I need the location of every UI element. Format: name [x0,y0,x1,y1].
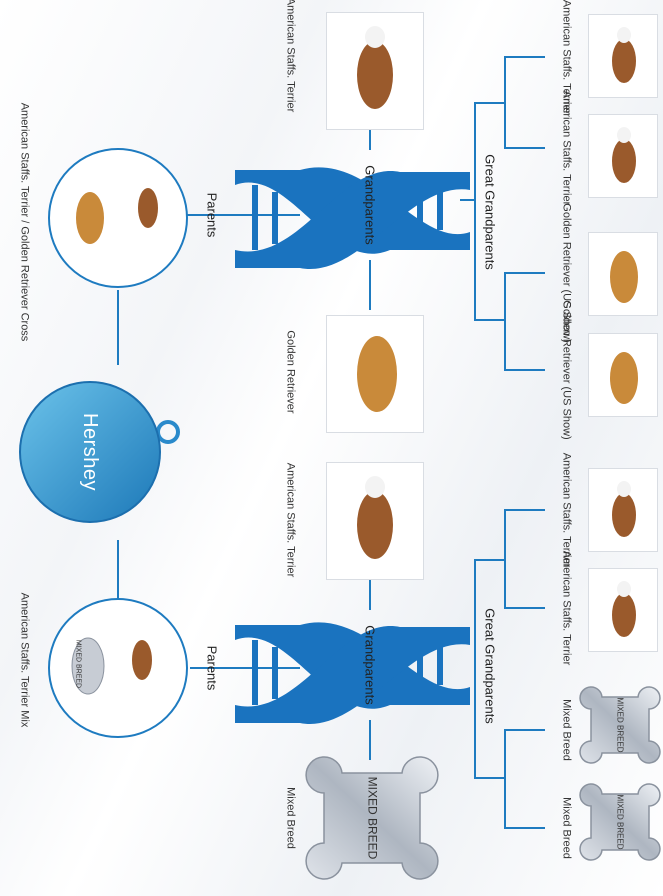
dog-photo-card [326,462,424,580]
stem-gg-bottom [474,559,505,779]
dog-photo-card [326,315,424,433]
terrier-photo-icon [612,27,636,83]
dna-helix-icon [235,622,470,725]
bracket-gg-bottom-a [504,509,545,609]
terrier-photo-icon [612,581,636,637]
terrier-photo-icon [612,481,636,537]
golden-retriever-photo-icon [610,251,638,303]
terrier-photo-icon [357,26,393,109]
golden-retriever-photo-icon [610,352,638,404]
terrier-photo-icon [612,127,636,183]
mixed-breed-bone-icon [579,686,661,764]
dog-photo-card [588,232,658,316]
parent-dogs-icon [71,637,152,695]
parent-dogs-icon [76,188,158,244]
dog-photo-card [588,114,658,198]
mixed-breed-bone-icon [579,783,661,861]
dog-photo-card [588,14,658,98]
bracket-gg-bottom-b [504,729,545,829]
dog-photo-card [326,12,424,130]
bracket-gg-top-a [504,56,545,149]
parent-circle [48,598,188,738]
dna-helix-icon [235,167,470,270]
dog-photo-card [588,468,658,552]
golden-retriever-photo-icon [357,336,397,412]
bracket-gg-top-b [504,272,545,371]
parent-circle [48,148,188,288]
terrier-photo-icon [357,476,393,559]
dog-photo-card [588,333,658,417]
mixed-breed-bone-icon [305,756,439,880]
dog-photo-card [588,568,658,652]
stem-gg-top [474,102,505,321]
hershey-tag-icon [19,381,180,523]
